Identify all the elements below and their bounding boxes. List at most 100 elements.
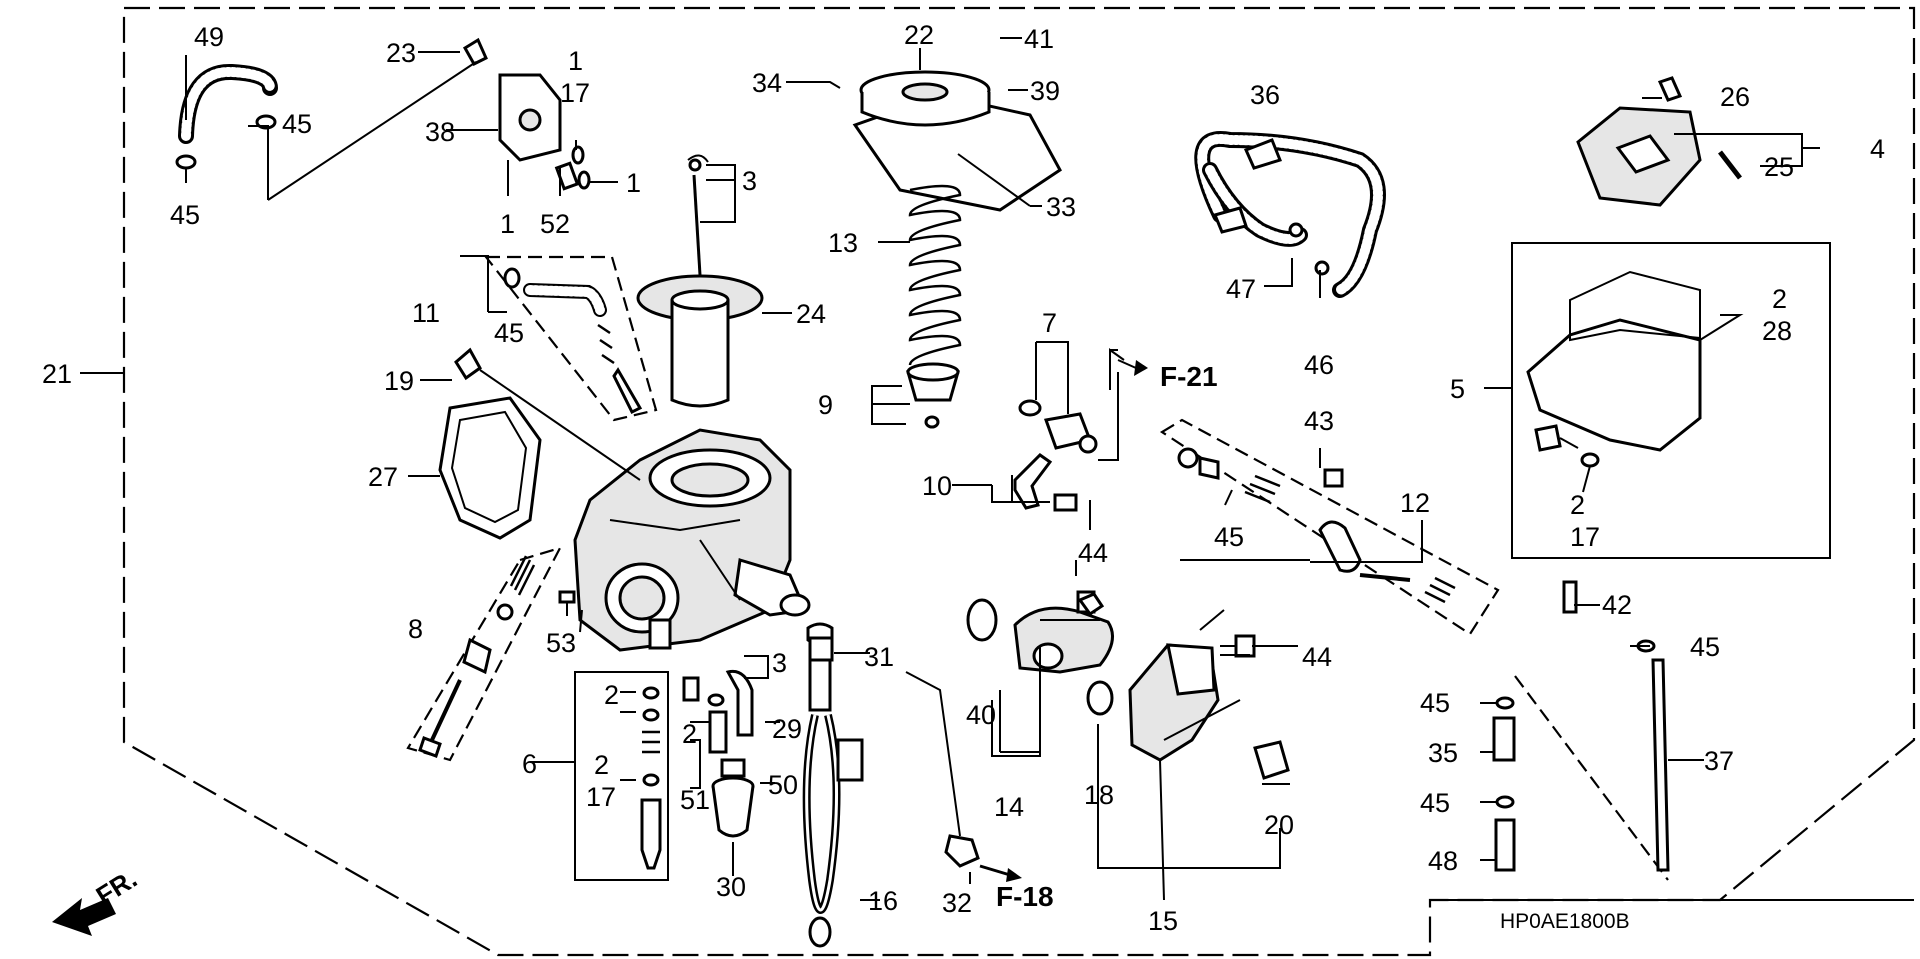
label-13: 13 (828, 228, 858, 258)
hose-11 (503, 267, 643, 415)
label-6: 6 (522, 749, 537, 779)
label-45-left: 45 (170, 200, 200, 230)
label-33: 33 (1046, 192, 1076, 222)
diagram-code: HP0AE1800B (1500, 910, 1630, 933)
label-28: 28 (1762, 316, 1792, 346)
label-45-top: 45 (282, 109, 312, 139)
plug-32 (944, 834, 1022, 882)
label-43: 43 (1304, 406, 1334, 436)
label-45-valve: 45 (1214, 522, 1244, 552)
label-30: 30 (716, 872, 746, 902)
leader-lines (185, 37, 1820, 901)
diag-dash (1514, 675, 1669, 881)
label-17-jets: 17 (586, 782, 616, 812)
screw-group-8-box (406, 546, 563, 762)
label-1-top: 1 (568, 46, 583, 76)
hoses-36 (1194, 131, 1386, 298)
needle-jet-9 (906, 362, 960, 429)
label-35: 35 (1428, 738, 1458, 768)
label-2-b: 2 (682, 719, 697, 749)
label-29: 29 (772, 714, 802, 744)
label-5: 5 (1450, 374, 1465, 404)
label-1-right: 1 (626, 168, 641, 198)
ref-f18-label[interactable]: F-18 (996, 881, 1054, 912)
label-39: 39 (1030, 76, 1060, 106)
label-42: 42 (1602, 590, 1632, 620)
label-45-hose: 45 (494, 318, 524, 348)
hose-49 (178, 64, 278, 144)
label-26: 26 (1720, 82, 1750, 112)
spring-13 (908, 184, 962, 366)
label-23: 23 (386, 38, 416, 68)
label-1-mid: 1 (500, 209, 515, 239)
label-51: 51 (680, 785, 710, 815)
carburetor-body (573, 428, 811, 652)
label-24: 24 (796, 299, 826, 329)
label-15: 15 (1148, 906, 1178, 936)
label-45-rb: 45 (1420, 788, 1450, 818)
valve-12 (1177, 447, 1456, 604)
screw-assembly-8 (418, 555, 536, 758)
fitting-31 (808, 636, 834, 662)
label-7: 7 (1042, 308, 1057, 338)
label-17-lower: 17 (1570, 522, 1600, 552)
label-20: 20 (1264, 810, 1294, 840)
lever-10 (1013, 453, 1078, 512)
jet-group-box (574, 671, 669, 881)
label-45-rm: 45 (1420, 688, 1450, 718)
label-32: 32 (942, 888, 972, 918)
jet-needle-3 (687, 154, 709, 276)
label-16: 16 (868, 886, 898, 916)
screw-44 (1077, 592, 1256, 658)
label-8: 8 (408, 614, 423, 644)
ref-f21-label[interactable]: F-21 (1160, 361, 1218, 392)
accelerator-pump-38 (462, 37, 591, 191)
label-2-c: 2 (594, 750, 609, 780)
label-41: 41 (1024, 24, 1054, 54)
hose-group-11-box (483, 255, 658, 422)
label-2-lower: 2 (1570, 490, 1585, 520)
label-49: 49 (194, 22, 224, 52)
label-44-top: 44 (1078, 538, 1108, 568)
label-46: 46 (1304, 350, 1334, 380)
label-10: 10 (922, 471, 952, 501)
label-50: 50 (768, 770, 798, 800)
ref-arrow-f21 (1117, 359, 1148, 376)
screw-53 (558, 590, 576, 616)
label-31: 31 (864, 642, 894, 672)
label-44-right: 44 (1302, 642, 1332, 672)
label-21: 21 (42, 359, 72, 389)
label-14: 14 (994, 792, 1024, 822)
screw-19 (454, 347, 641, 481)
label-11: 11 (412, 298, 440, 328)
pilot-jet-51 (682, 669, 754, 754)
cover-27 (438, 396, 542, 540)
label-27: 27 (368, 462, 398, 492)
label-47: 47 (1226, 274, 1256, 304)
label-48: 48 (1428, 846, 1458, 876)
valve-group-12-box (1159, 418, 1500, 636)
label-17-top: 17 (560, 78, 590, 108)
group-boxes (406, 242, 1831, 881)
parts-right-bottom (1492, 580, 1670, 872)
float-cover-4 (1576, 76, 1742, 207)
label-25: 25 (1764, 152, 1794, 182)
label-37: 37 (1704, 746, 1734, 776)
float-chamber-box (1511, 242, 1831, 559)
label-38: 38 (425, 117, 455, 147)
vacuum-chamber-top-22 (852, 70, 1062, 212)
label-2-chamber: 2 (1772, 284, 1787, 314)
label-12: 12 (1400, 488, 1430, 518)
label-22: 22 (904, 20, 934, 50)
callout-labels: 49 23 1 17 45 38 45 1 52 1 34 22 41 39 3… (42, 20, 1885, 936)
lever-7 (1018, 399, 1098, 454)
label-2-a: 2 (604, 680, 619, 710)
sensor-16 (802, 622, 864, 948)
diaphragm-24 (636, 274, 764, 408)
jets-6 (640, 686, 662, 870)
label-19: 19 (384, 366, 414, 396)
label-3-top: 3 (742, 166, 757, 196)
label-53: 53 (546, 628, 576, 658)
